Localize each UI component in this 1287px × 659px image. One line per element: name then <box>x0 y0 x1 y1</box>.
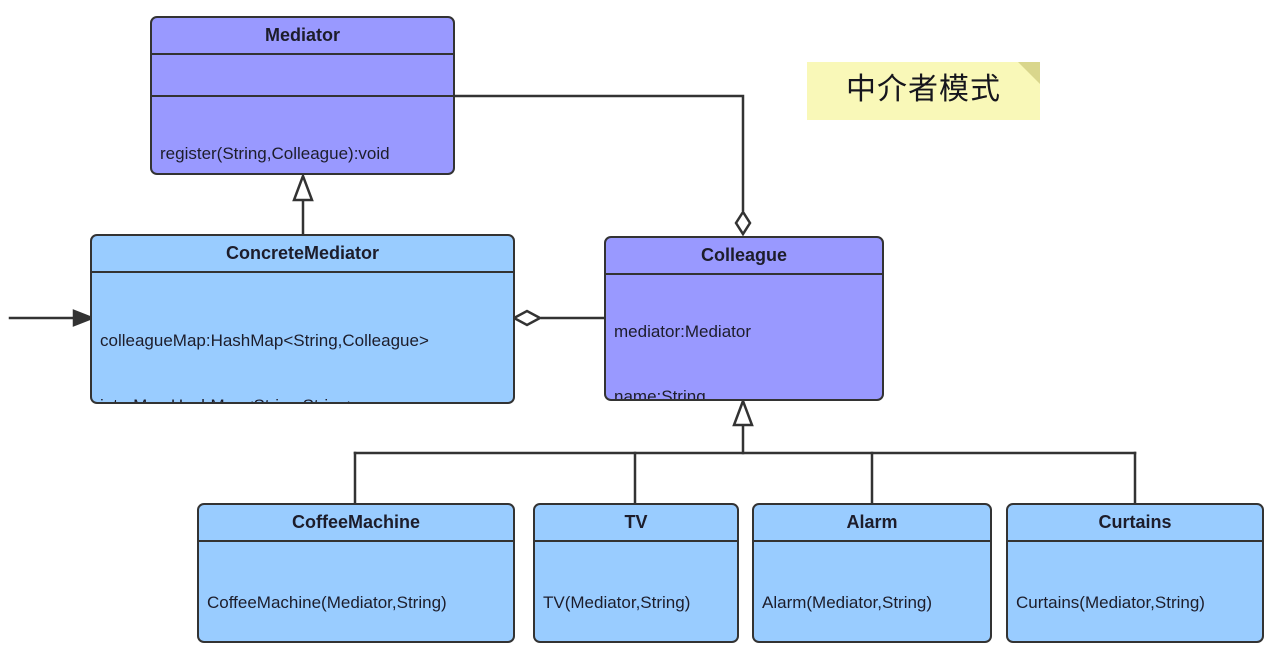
class-attributes-coffeemachine: CoffeeMachine(Mediator,String) <box>199 540 513 641</box>
class-box-tv[interactable]: TV TV(Mediator,String) startTV():void st… <box>533 503 739 643</box>
attribute-row: TV(Mediator,String) <box>543 593 691 612</box>
connector-generalization-concretemediator-to-mediator <box>292 172 314 236</box>
class-name-concretemediator: ConcreteMediator <box>225 243 380 263</box>
attribute-row: mediator:Mediator <box>614 322 752 341</box>
class-attributes-alarm: Alarm(Mediator,String) <box>754 540 990 641</box>
class-attributes-concretemediator: colleagueMap:HashMap<String,Colleague> i… <box>92 271 513 403</box>
class-box-alarm[interactable]: Alarm Alarm(Mediator,String) SendAlarm(i… <box>752 503 992 643</box>
class-operations-mediator: register(String,Colleague):void getMessa… <box>152 95 453 173</box>
attribute-row: Alarm(Mediator,String) <box>762 593 933 612</box>
class-name-curtains: Curtains <box>1098 512 1172 532</box>
attribute-row: name:String <box>614 386 706 401</box>
class-attributes-colleague: mediator:Mediator name:String <box>606 273 882 401</box>
note-fold-corner-icon <box>1018 62 1040 84</box>
class-attributes-mediator <box>152 53 453 95</box>
class-name-colleague: Colleague <box>700 245 788 265</box>
class-name-alarm: Alarm <box>846 512 898 532</box>
class-name-coffeemachine: CoffeeMachine <box>291 512 421 532</box>
connector-aggregation-mediator-to-colleague <box>454 94 752 237</box>
class-name-mediator: Mediator <box>264 25 340 45</box>
note-label: 中介者模式 <box>846 73 1001 106</box>
class-box-concretemediator[interactable]: ConcreteMediator colleagueMap:HashMap<St… <box>90 234 515 404</box>
class-attributes-tv: TV(Mediator,String) <box>535 540 737 641</box>
attribute-row: interMap:HashMap<String,String> <box>100 395 505 403</box>
class-attributes-curtains: Curtains(Mediator,String) <box>1008 540 1262 641</box>
attribute-row: Curtains(Mediator,String) <box>1016 593 1205 612</box>
class-box-mediator[interactable]: Mediator register(String,Colleague):void… <box>150 16 455 175</box>
connector-generalization-tree-to-colleague <box>353 397 1137 505</box>
class-name-tv: TV <box>624 512 648 532</box>
note-mediator-pattern[interactable]: 中介者模式 <box>807 62 1040 120</box>
operation-row: register(String,Colleague):void <box>160 144 390 163</box>
attribute-row: CoffeeMachine(Mediator,String) <box>207 593 447 612</box>
class-box-colleague[interactable]: Colleague mediator:Mediator name:String … <box>604 236 884 401</box>
class-box-curtains[interactable]: Curtains Curtains(Mediator,String) upCur… <box>1006 503 1264 643</box>
connector-aggregation-colleague-to-concretemediator <box>511 309 606 327</box>
attribute-row: colleagueMap:HashMap<String,Colleague> <box>100 331 429 350</box>
class-box-coffeemachine[interactable]: CoffeeMachine CoffeeMachine(Mediator,Str… <box>197 503 515 643</box>
connector-association-into-concretemediator <box>8 309 96 327</box>
